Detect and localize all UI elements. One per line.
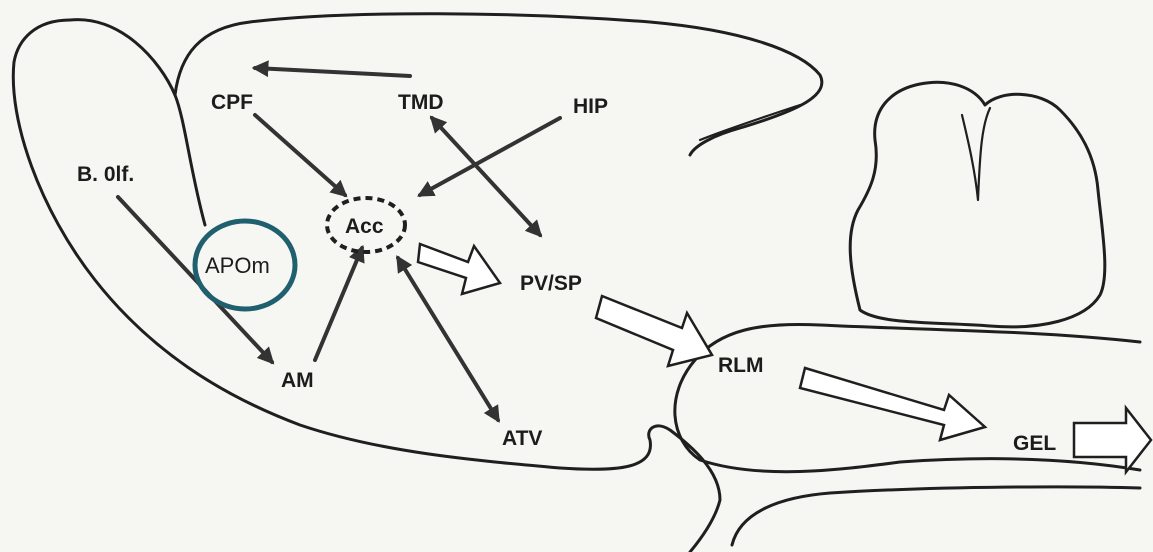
label-acc: Acc bbox=[345, 215, 384, 238]
label-cpf: CPF bbox=[211, 91, 253, 114]
hollow-arrow-acc-pvsp bbox=[418, 244, 500, 294]
label-hip: HIP bbox=[573, 95, 608, 118]
brain-main-contour bbox=[13, 20, 720, 552]
hollow-arrow-pvsp-rlm bbox=[596, 296, 712, 366]
brain-ventral-outline bbox=[732, 487, 1140, 545]
arrow-cpf-to-acc bbox=[255, 115, 345, 195]
label-am: AM bbox=[281, 369, 314, 392]
cortex-upper-outline-inner bbox=[700, 105, 800, 140]
cerebellum-fissure bbox=[962, 108, 990, 200]
cortex-upper-outline bbox=[175, 14, 822, 155]
label-tmd: TMD bbox=[398, 91, 444, 114]
label-apom: APOm bbox=[205, 253, 270, 278]
cortex-dorsal-outline bbox=[70, 20, 205, 225]
label-bolf: B. 0lf. bbox=[77, 163, 134, 186]
arrow-am-to-acc bbox=[315, 248, 362, 360]
label-rlm: RLM bbox=[718, 354, 764, 377]
arrow-tmd-pvsp bbox=[432, 118, 540, 235]
label-gel: GEL bbox=[1013, 432, 1056, 455]
cerebellum-outline bbox=[850, 82, 1105, 327]
arrow-tmd-to-cpf bbox=[255, 68, 410, 76]
label-atv: ATV bbox=[502, 427, 542, 450]
hollow-arrow-rlm-gel bbox=[800, 368, 985, 440]
label-pvsp: PV/SP bbox=[520, 272, 582, 295]
